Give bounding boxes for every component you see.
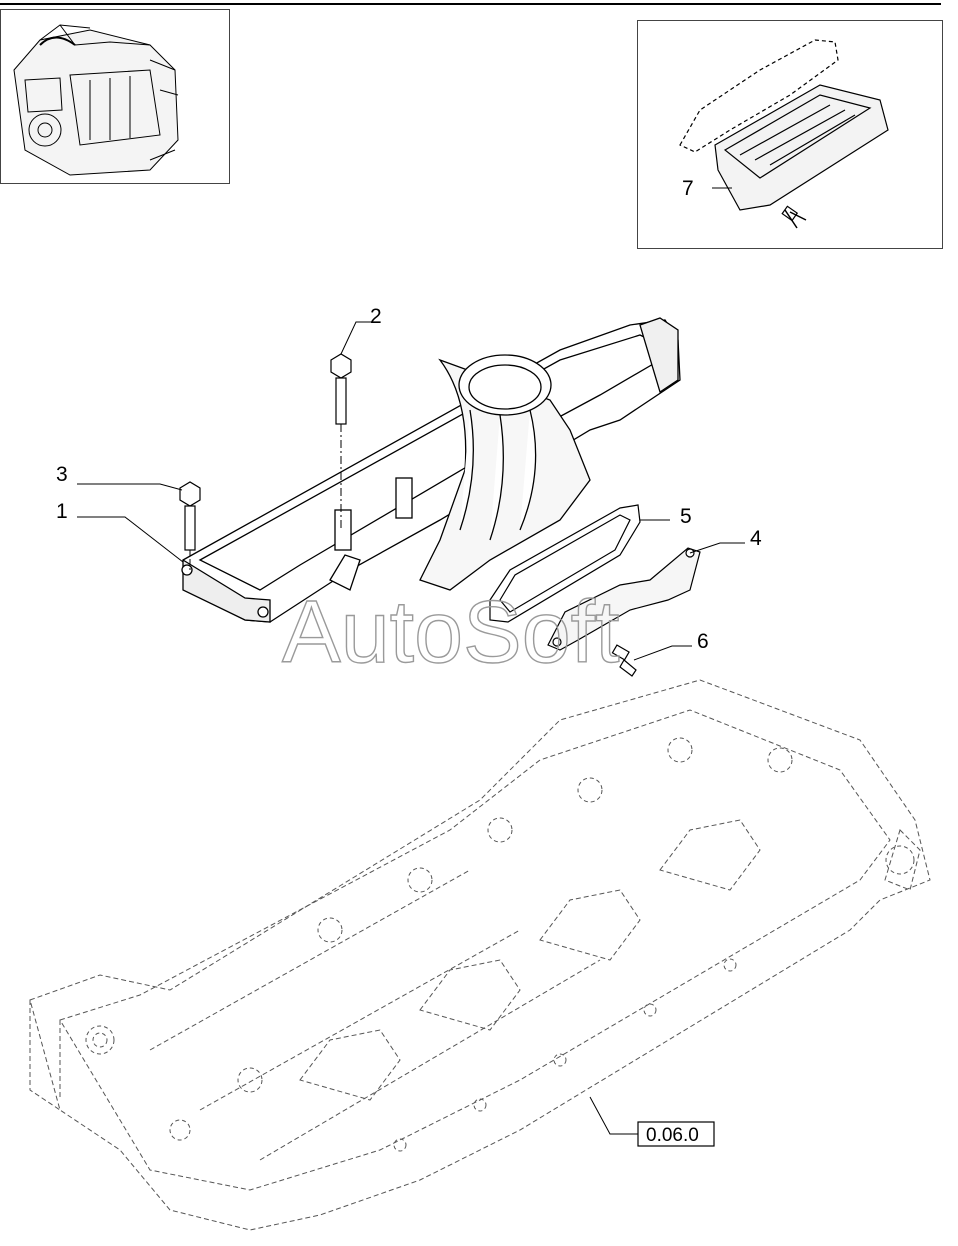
screw-6 bbox=[611, 644, 637, 677]
callout-2: 2 bbox=[370, 305, 382, 328]
callout-leader-3 bbox=[77, 483, 183, 491]
callout-leader-4 bbox=[689, 542, 745, 554]
reference-leader bbox=[589, 1096, 638, 1135]
reference-box bbox=[637, 1121, 715, 1147]
cylinder-head-ports bbox=[85, 737, 915, 1152]
bolt-2 bbox=[330, 353, 352, 425]
gasket-5 bbox=[489, 504, 641, 623]
callout-7: 7 bbox=[682, 177, 694, 200]
cylinder-head-phantom bbox=[29, 679, 931, 1231]
watermark-text: AutoSoft bbox=[282, 582, 620, 681]
callout-leader-1 bbox=[77, 516, 184, 563]
reference-label: 0.06.0 bbox=[646, 1125, 699, 1146]
callout-4: 4 bbox=[750, 527, 762, 550]
intake-manifold bbox=[181, 317, 681, 623]
callout-leader-6 bbox=[633, 645, 692, 661]
callout-1: 1 bbox=[56, 500, 68, 523]
bolt-3 bbox=[179, 481, 201, 551]
callout-leader-2 bbox=[340, 321, 372, 355]
callout-3: 3 bbox=[56, 463, 68, 486]
callout-5: 5 bbox=[680, 505, 692, 528]
intercooler-inset-icon bbox=[679, 39, 889, 229]
callout-6: 6 bbox=[697, 630, 709, 653]
engine-thumbnail-icon bbox=[13, 24, 179, 176]
top-rule bbox=[0, 3, 941, 5]
